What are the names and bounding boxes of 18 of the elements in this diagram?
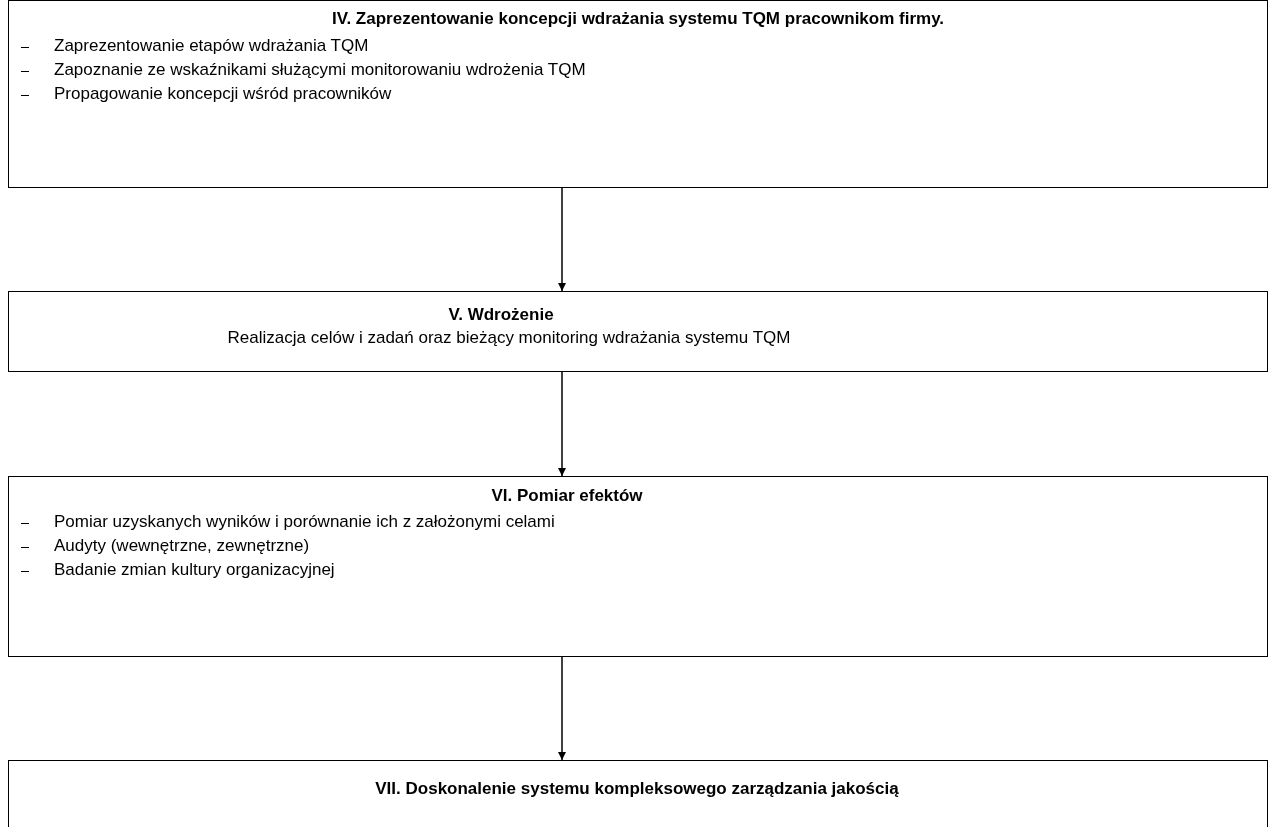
list-item: Zaprezentowanie etapów wdrażania TQM (54, 36, 369, 56)
process-box (8, 476, 1268, 657)
arrow (558, 187, 566, 292)
step-heading: VI. Pomiar efektów (491, 486, 643, 506)
list-item: Zapoznanie ze wskaźnikami służącymi monitorowaniu wdrożenia TQM (54, 60, 586, 80)
list-item: Pomiar uzyskanych wyników i porównanie ich z założonymi celami (54, 512, 555, 532)
process-box (8, 291, 1268, 372)
arrow (558, 371, 566, 477)
list-item: Propagowanie koncepcji wśród pracowników (54, 84, 392, 104)
step-description: Realizacja celów i zadań oraz bieżący monitoring wdrażania systemu TQM (227, 328, 791, 348)
step-heading: VII. Doskonalenie systemu kompleksowego zarządzania jakością (375, 779, 899, 799)
process-box (8, 760, 1268, 827)
step-heading: IV. Zaprezentowanie koncepcji wdrażania systemu TQM pracownikom firmy. (331, 9, 945, 29)
step-heading: V. Wdrożenie (448, 305, 554, 325)
arrow (558, 656, 566, 761)
process-box (8, 0, 1268, 188)
list-item: Badanie zmian kultury organizacyjnej (54, 560, 335, 580)
list-item: Audyty (wewnętrzne, zewnętrzne) (54, 536, 310, 556)
